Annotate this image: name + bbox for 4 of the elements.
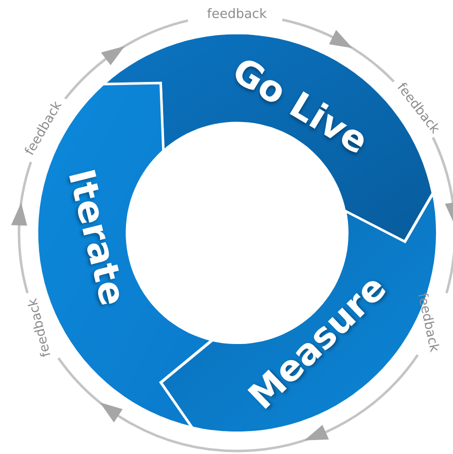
feedback-label: feedback xyxy=(207,6,267,22)
stage-label: Iterate xyxy=(59,166,133,310)
stage-label: Go Live xyxy=(225,50,375,164)
feedback-label: feedback xyxy=(414,291,442,353)
